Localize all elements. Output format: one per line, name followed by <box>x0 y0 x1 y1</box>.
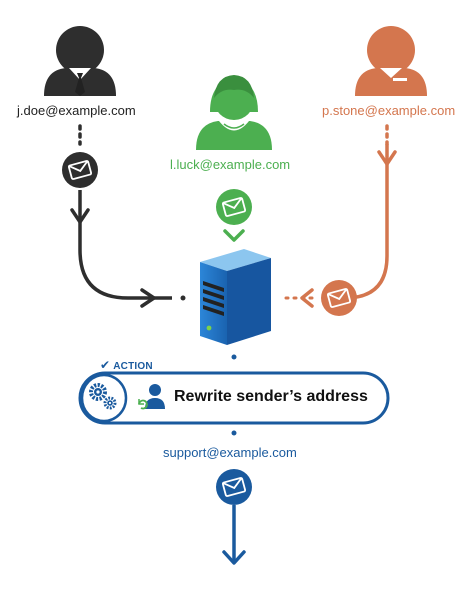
envelope-icon <box>321 280 357 316</box>
sender-email-lluck: l.luck@example.com <box>170 157 291 172</box>
mail-server-icon <box>200 249 271 345</box>
action-tag: ✔ACTION <box>100 358 153 372</box>
envelope-icon <box>216 469 252 505</box>
sender-email-pstone: p.stone@example.com <box>322 103 456 118</box>
female-user-icon <box>196 75 272 150</box>
male-user-tie-icon <box>44 26 116 96</box>
checkmark-icon: ✔ <box>100 358 111 372</box>
sender-email-jdoe: j.doe@example.com <box>17 103 136 118</box>
gears-icon <box>89 383 117 410</box>
recipient-email: support@example.com <box>163 445 297 460</box>
male-user-icon <box>355 26 427 96</box>
flow-path-jdoe <box>70 124 186 308</box>
action-title: Rewrite sender’s address <box>174 388 368 405</box>
flow-path-output <box>222 505 246 565</box>
connector-dot <box>231 430 237 436</box>
envelope-icon <box>216 189 252 225</box>
flow-path-lluck <box>216 189 252 242</box>
action-tag-label: ACTION <box>113 361 153 372</box>
connector-dot <box>231 354 237 360</box>
envelope-icon <box>62 152 98 188</box>
user-swap-icon <box>138 384 165 410</box>
flow-path-pstone <box>284 124 397 308</box>
